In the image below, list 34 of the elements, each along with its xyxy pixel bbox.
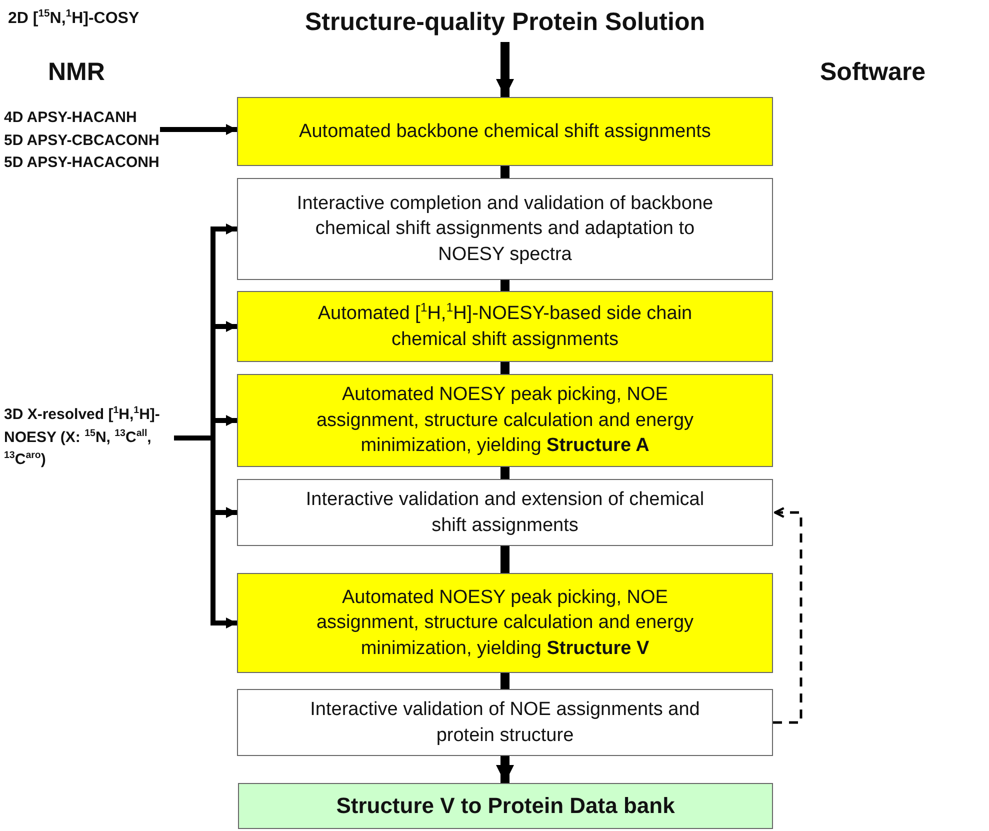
- connector: [500, 673, 510, 689]
- experiment-text: 3D X-resolved [$^{1}$H,$^{1}$H]-NOESY (X: $^{15}$N, $^{13}$C$^{all}$, $^{13}$C$^{aro}$): [4, 404, 161, 470]
- connector: [500, 546, 510, 573]
- box-text: Automated backbone chemical shift assignments: [299, 120, 711, 144]
- process-box: [237, 689, 773, 756]
- experiment-text: 2D [$^{15}$N,$^{1}$H]-COSY: [8, 10, 140, 28]
- heading-text: Structure-quality Protein Solution: [304, 8, 705, 36]
- experiment-text: 5D APSY-HACACONH: [4, 153, 160, 174]
- connector: [500, 467, 510, 479]
- column-heading: NMR: [48, 58, 105, 87]
- arrow: [496, 42, 514, 97]
- process-box: [237, 573, 773, 673]
- process-box: [237, 178, 773, 280]
- experiment-text: 5D APSY-CBCACONH: [4, 130, 160, 151]
- connector: [500, 362, 510, 374]
- box-text: Structure V to Protein Data bank: [336, 792, 675, 820]
- connector: [500, 280, 510, 291]
- arrow: [160, 124, 237, 135]
- box-text: Automated [$^{1}$H,$^{1}$H]-NOESY-based side chain chemical shift assignments: [316, 300, 694, 352]
- box-text: Interactive validation of NOE assignments and protein structure: [309, 698, 701, 748]
- process-box: [237, 374, 773, 467]
- connector: [500, 166, 510, 178]
- arrow: [496, 756, 514, 783]
- process-box: [237, 479, 773, 546]
- box-text: Interactive validation and extension of chemical shift assignments: [304, 488, 706, 538]
- column-heading: Software: [820, 58, 926, 87]
- box-text: Interactive completion and validation of backbone chemical shift assignments and adaptation to NOESY spectra: [296, 192, 714, 267]
- box-text: Automated NOESY peak picking, NOE assignment, structure calculation and energy minimization, yielding Structure V: [315, 586, 695, 661]
- process-box: [237, 97, 773, 166]
- box-text: Automated NOESY peak picking, NOE assignment, structure calculation and energy minimization, yielding Structure A: [315, 383, 695, 458]
- process-box: [237, 291, 773, 362]
- feedback-arrow: [773, 507, 802, 724]
- process-box: [238, 783, 773, 829]
- experiment-text: 4D APSY-HACANH: [4, 108, 137, 128]
